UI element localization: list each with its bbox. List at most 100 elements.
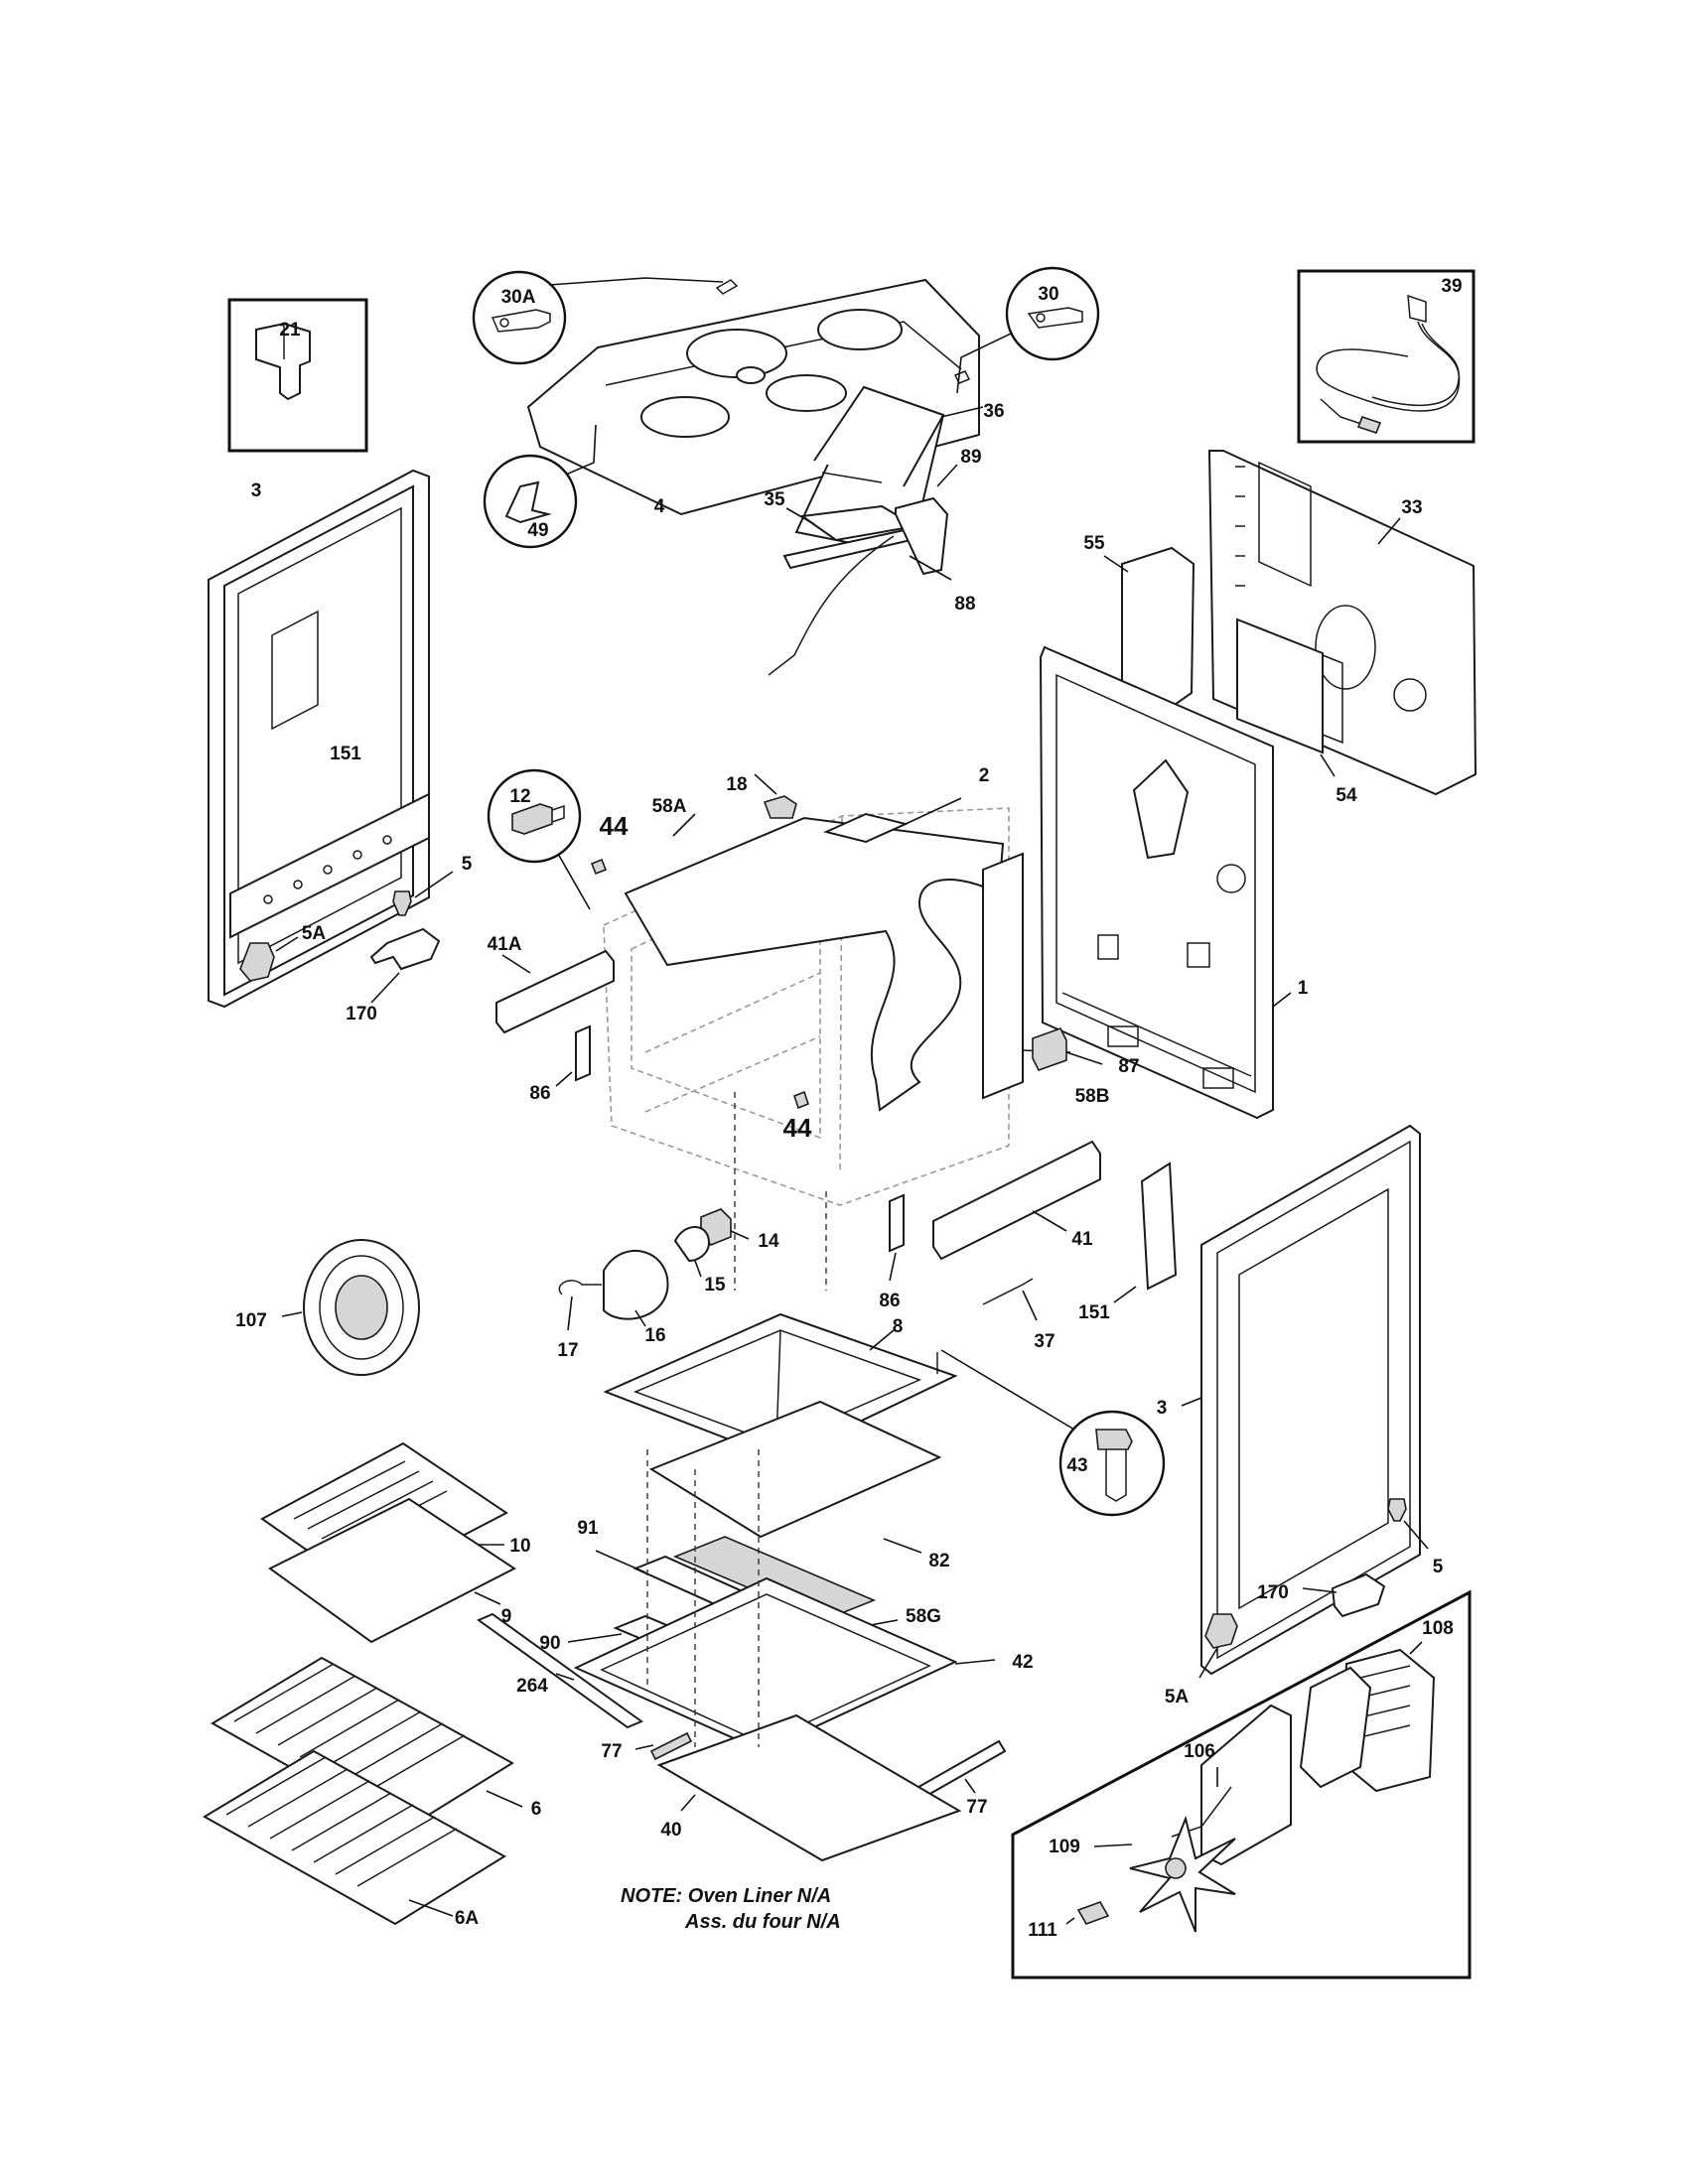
- label-35: 35: [764, 489, 785, 510]
- label-21: 21: [279, 320, 301, 341]
- label-15: 15: [704, 1275, 726, 1296]
- part-9-broiler-pan: [268, 1497, 516, 1644]
- part-18-sensor: [754, 773, 797, 819]
- part-5-screw-left: [392, 871, 454, 916]
- label-37: 37: [1034, 1331, 1055, 1352]
- label-58B: 58B: [1075, 1086, 1110, 1107]
- label-39: 39: [1441, 276, 1462, 297]
- oven-liner-note: NOTE: Oven Liner N/A Ass. du four N/A: [621, 1885, 841, 1933]
- label-3-left: 3: [251, 480, 262, 501]
- lower-dashed-guides: [646, 1092, 827, 1747]
- label-264: 264: [516, 1676, 548, 1697]
- label-58A: 58A: [652, 796, 687, 817]
- callout-43: [936, 1349, 1166, 1517]
- callout-49: [483, 424, 597, 549]
- label-2: 2: [979, 765, 990, 786]
- label-82: 82: [928, 1551, 949, 1571]
- part-41-rail: [932, 1140, 1101, 1261]
- label-6A: 6A: [455, 1908, 480, 1929]
- label-12: 12: [509, 786, 530, 807]
- label-30: 30: [1038, 284, 1058, 305]
- label-111: 111: [1028, 1920, 1057, 1941]
- part-264-strip: [476, 1612, 644, 1729]
- part-77-slide-left: [634, 1731, 693, 1761]
- part-5A-hinge-left: [239, 936, 299, 982]
- part-151-bracket-b: [1113, 1161, 1178, 1303]
- label-9: 9: [501, 1606, 512, 1627]
- label-43: 43: [1066, 1455, 1087, 1476]
- label-18: 18: [726, 774, 747, 795]
- part-58A-insulation: [624, 813, 1005, 1112]
- label-77-left: 77: [601, 1741, 622, 1762]
- label-86-right: 86: [879, 1291, 900, 1311]
- label-58G: 58G: [906, 1606, 941, 1627]
- label-1: 1: [1298, 978, 1309, 999]
- callout-12: [487, 768, 591, 910]
- label-49: 49: [527, 520, 548, 541]
- label-8: 8: [893, 1316, 904, 1337]
- callout-30A: [472, 270, 724, 365]
- part-17-clip: [558, 1280, 602, 1331]
- part-107-fan-cover: [281, 1239, 420, 1376]
- label-91: 91: [577, 1518, 599, 1539]
- label-170-right: 170: [1257, 1582, 1289, 1603]
- label-30A: 30A: [501, 287, 536, 308]
- label-4: 4: [654, 496, 665, 517]
- label-36: 36: [983, 401, 1004, 422]
- part-86-clip-a: [555, 1024, 591, 1087]
- part-87-switch: [1032, 1027, 1103, 1071]
- part-170-bracket-right: [1302, 1572, 1386, 1618]
- label-107: 107: [235, 1310, 267, 1331]
- label-44-bottom: 44: [783, 1113, 812, 1143]
- label-16: 16: [644, 1325, 665, 1346]
- part-54-bracket: [1236, 617, 1343, 777]
- label-40: 40: [660, 1820, 681, 1841]
- part-21-box: [227, 298, 368, 453]
- part-88-89-element: [768, 464, 958, 676]
- part-16-lens: [603, 1250, 669, 1327]
- part-37-wire: [982, 1278, 1038, 1321]
- part-44-bulb-a: [590, 858, 608, 876]
- part-44-bulb-b: [793, 1090, 809, 1110]
- part-39-box: [1297, 269, 1476, 444]
- label-17: 17: [557, 1340, 578, 1361]
- label-42: 42: [1012, 1652, 1033, 1673]
- fan-motor-kit-box: [1011, 1589, 1472, 1979]
- label-6: 6: [531, 1799, 542, 1820]
- label-41: 41: [1071, 1229, 1093, 1250]
- label-108: 108: [1422, 1618, 1454, 1639]
- label-106: 106: [1184, 1741, 1215, 1762]
- part-6A-rack: [203, 1749, 506, 1926]
- part-41A-rail: [495, 949, 615, 1034]
- part-3-door-left: [208, 469, 430, 1009]
- part-40-bottom-panel: [656, 1713, 962, 1862]
- label-88: 88: [954, 594, 975, 614]
- label-14: 14: [758, 1231, 779, 1252]
- label-41A: 41A: [488, 934, 522, 955]
- part-5A-hinge-right: [1198, 1613, 1238, 1679]
- label-77-right: 77: [966, 1797, 987, 1818]
- part-15-bulb: [673, 1226, 711, 1278]
- part-8-oven-bottom: [603, 1312, 958, 1461]
- part-42-frame: [573, 1576, 996, 1753]
- label-151-left: 151: [330, 744, 361, 764]
- part-170-bracket-left: [369, 927, 441, 1004]
- label-5-left: 5: [462, 854, 473, 875]
- label-33: 33: [1401, 497, 1422, 518]
- label-109: 109: [1049, 1837, 1080, 1857]
- label-151-right: 151: [1078, 1302, 1110, 1323]
- label-5A-right: 5A: [1165, 1687, 1190, 1707]
- callout-30: [956, 266, 1100, 394]
- label-5A-left: 5A: [302, 923, 327, 944]
- part-86-clip-b: [889, 1193, 905, 1282]
- label-170-left: 170: [346, 1004, 377, 1024]
- label-87: 87: [1118, 1056, 1139, 1077]
- label-86-left: 86: [529, 1083, 550, 1104]
- note-line-1: NOTE: Oven Liner N/A: [621, 1885, 831, 1907]
- part-5-screw-right: [1387, 1498, 1429, 1550]
- label-10: 10: [509, 1536, 530, 1557]
- label-5-right: 5: [1433, 1557, 1444, 1577]
- part-labels: 21 39 30A 30 49 4 3 151 36 35 89 88 55 3…: [235, 276, 1462, 1941]
- label-54: 54: [1336, 785, 1357, 806]
